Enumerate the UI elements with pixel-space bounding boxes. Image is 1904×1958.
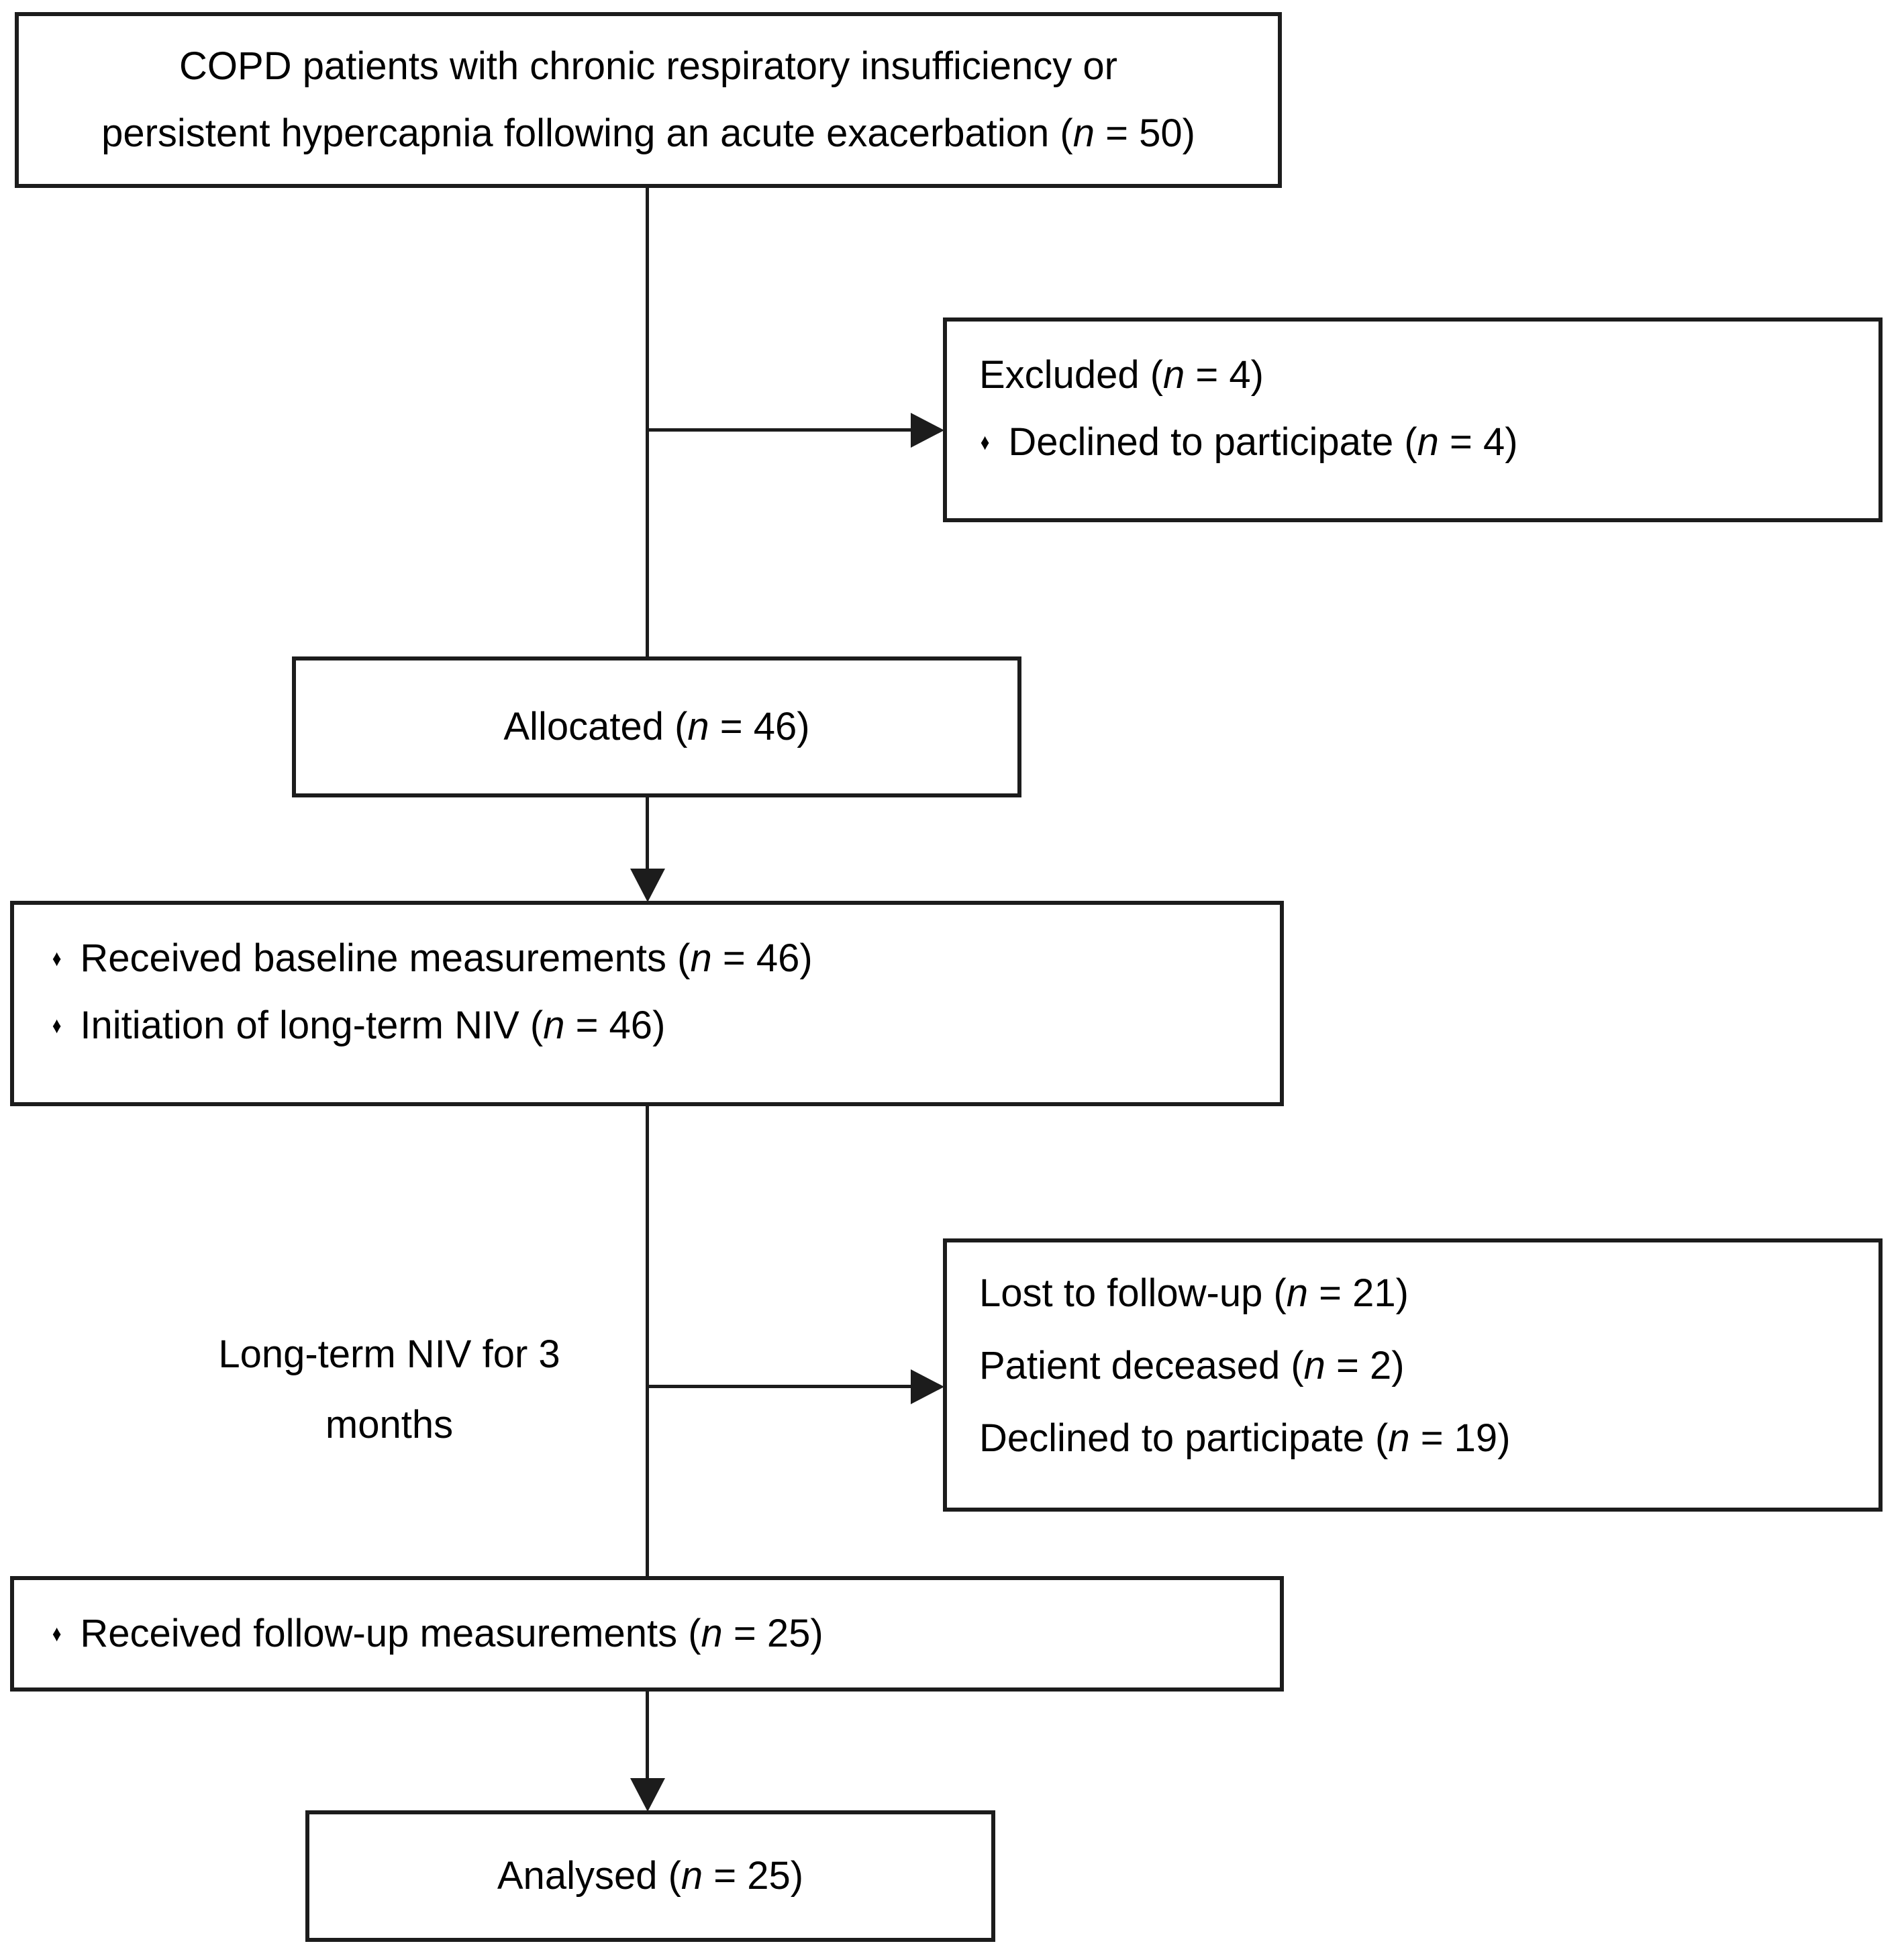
text-line: Analysed (n = 25) [497,1854,804,1898]
diamond-bullet-icon: ♦ [52,946,62,971]
text-line: persistent hypercapnia following an acut… [101,111,1195,155]
text-line: ♦Received follow-up measurements (n = 25… [51,1600,823,1667]
text-line: Allocated (n = 46) [503,705,810,748]
node-followup: ♦Received follow-up measurements (n = 25… [10,1576,1284,1692]
node-enrollment-text: COPD patients with chronic respiratory i… [101,33,1195,167]
diamond-bullet-icon: ♦ [980,430,990,455]
node-allocated: Allocated (n = 46) [292,656,1021,797]
text-line: Patient deceased (n = 2) [979,1344,1405,1387]
diamond-bullet-icon: ♦ [52,1621,62,1647]
text-line: months [325,1403,454,1447]
niv-period-label: Long-term NIV for 3 months [154,1319,624,1460]
text-line: ♦Received baseline measurements (n = 46) [51,925,1260,992]
arrowhead-down-icon [630,1778,665,1812]
node-excluded: Excluded (n = 4) ♦Declined to participat… [943,317,1883,522]
text-line: COPD patients with chronic respiratory i… [179,44,1117,88]
text-line: Long-term NIV for 3 [218,1332,560,1376]
connector-branch-lost [646,1385,913,1388]
connector-enrollment-to-allocated [646,187,649,659]
arrowhead-down-icon [630,869,665,902]
text-line: Excluded (n = 4) [979,353,1264,397]
connector-followup-to-analysed [646,1690,649,1782]
node-analysed: Analysed (n = 25) [305,1810,995,1942]
node-baseline: ♦Received baseline measurements (n = 46)… [10,901,1284,1106]
text-line: Lost to follow-up (n = 21) [979,1271,1409,1315]
text-line: Declined to participate (n = 19) [979,1416,1511,1460]
connector-baseline-to-followup [646,1105,649,1577]
node-enrollment: COPD patients with chronic respiratory i… [15,12,1282,188]
arrowhead-right-icon [911,1369,944,1404]
text-line: ♦Declined to participate (n = 4) [979,409,1858,476]
arrowhead-right-icon [911,413,944,448]
connector-allocated-to-baseline [646,796,649,873]
text-line: ♦Initiation of long-term NIV (n = 46) [51,992,1260,1059]
connector-branch-excluded [646,428,913,432]
diamond-bullet-icon: ♦ [52,1013,62,1038]
node-lost-to-followup: Lost to follow-up (n = 21) Patient decea… [943,1238,1883,1512]
